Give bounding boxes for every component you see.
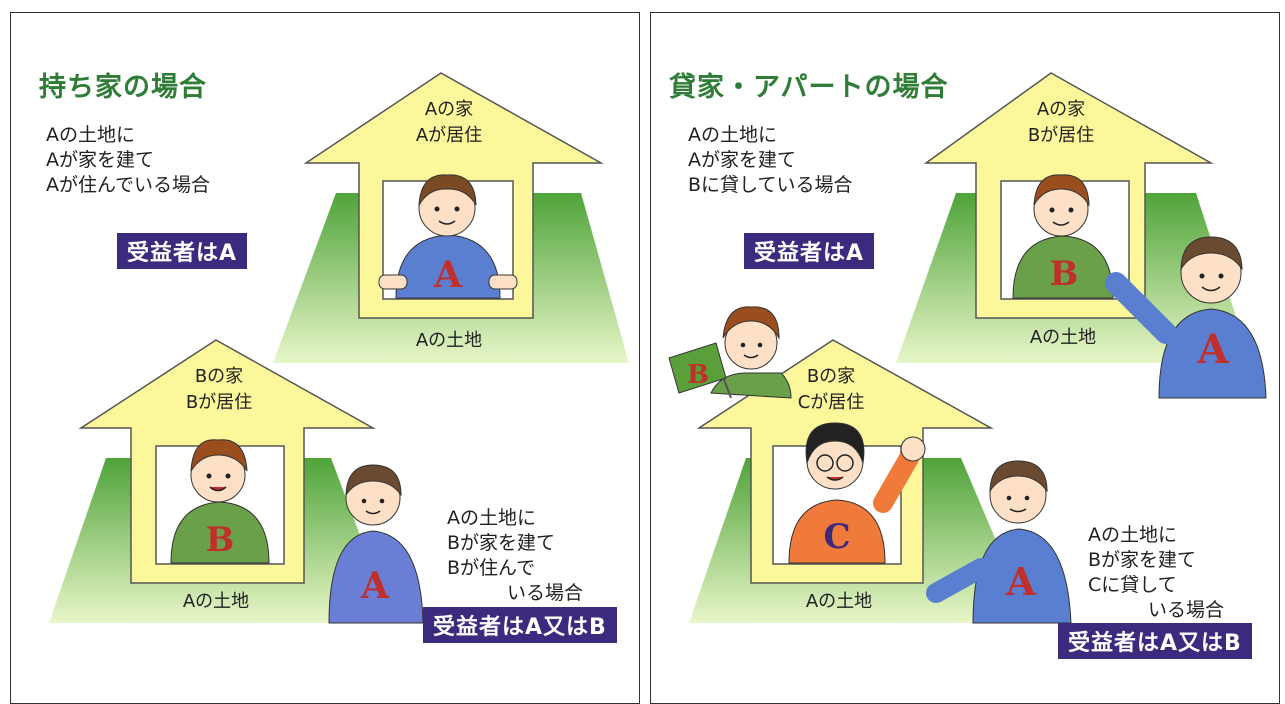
desc-line: Aが住んでいる場合 [46,174,211,196]
panel-title: 持ち家の場合 [39,72,207,103]
desc-line: Bが家を建て [447,532,556,554]
house-diagram-a: A B A [49,72,629,624]
rental-diagram: B A C B [668,72,1267,624]
beneficiary-badge: 受益者はA [744,233,875,269]
person-hair [418,174,477,206]
house-label: Bの家 Bが居住 [179,362,259,414]
land-label: Aの土地 [182,591,250,612]
desc-line: Aの土地に [688,124,777,146]
house-resident-label: Aが居住 [415,125,483,146]
desc-line: Aが家を建て [688,149,796,171]
person-shirt [788,499,886,564]
desc-line: Bが住んで [447,557,536,579]
flag [668,342,727,394]
house-owner-label: Bの家 [194,366,244,387]
owned-house-panel: 持ち家の場合 Aの土地に Aが家を建て Aが住んでいる場合 受益者はA A B [10,12,640,704]
desc-line: Aの土地に [447,507,536,529]
house-resident-label: Bが居住 [185,392,253,413]
flag-letter: B [687,360,709,390]
panel-title: 貸家・アパートの場合 [669,72,949,103]
land-label: Aの土地 [415,330,483,351]
house-owner-label: Aの家 [424,99,474,120]
shirt-letter: A [360,565,390,607]
rental-house-panel: 貸家・アパートの場合 Aの土地に Aが家を建て Bに貸している場合 受益者はA … [650,12,1280,704]
house-label: Aの家 Aが居住 [409,95,489,147]
shirt-letter: C [823,517,850,557]
house-owner-label: Bの家 [806,366,856,387]
house-owner-label: Aの家 [1036,99,1086,120]
shirt-letter: B [206,520,235,560]
desc-line: Aの土地に [46,124,135,146]
owner-shirt [328,530,424,624]
desc-line: Aの土地に [1088,524,1177,546]
person-hair [190,439,248,472]
house-resident-label: Cが居住 [797,392,865,413]
case-description: Aの土地に Aが家を建て Aが住んでいる場合 [46,123,210,198]
desc-line: Cに貸して [1088,574,1177,596]
owner-shirt [1158,308,1267,399]
desc-line: Bが家を建て [1088,549,1197,571]
case-description: Aの土地に Aが家を建て Bに貸している場合 [688,123,852,198]
case-description: Aの土地に Bが家を建て Bが住んで いる場合 [447,506,583,606]
shirt-letter: A [433,254,463,296]
land-label: Aの土地 [805,591,873,612]
beneficiary-badge: 受益者はA又はB [1058,623,1252,659]
desc-line: Aが家を建て [46,149,154,171]
house-label: Bの家 Cが居住 [791,362,871,414]
land-label: Aの土地 [1029,327,1097,348]
beneficiary-badge: 受益者はA又はB [423,607,617,643]
house-label: Aの家 Bが居住 [1021,95,1101,147]
desc-line: いる場合 [1148,599,1225,621]
shirt-letter: A [1005,559,1036,604]
desc-line: いる場合 [507,582,584,604]
desc-line: Bに貸している場合 [688,174,853,196]
house-resident-label: Bが居住 [1027,125,1095,146]
case-description: Aの土地に Bが家を建て Cに貸して いる場合 [1088,523,1224,623]
shirt-letter: A [1196,326,1229,373]
beneficiary-badge: 受益者はA [117,233,248,269]
shirt-letter: B [1050,254,1079,294]
